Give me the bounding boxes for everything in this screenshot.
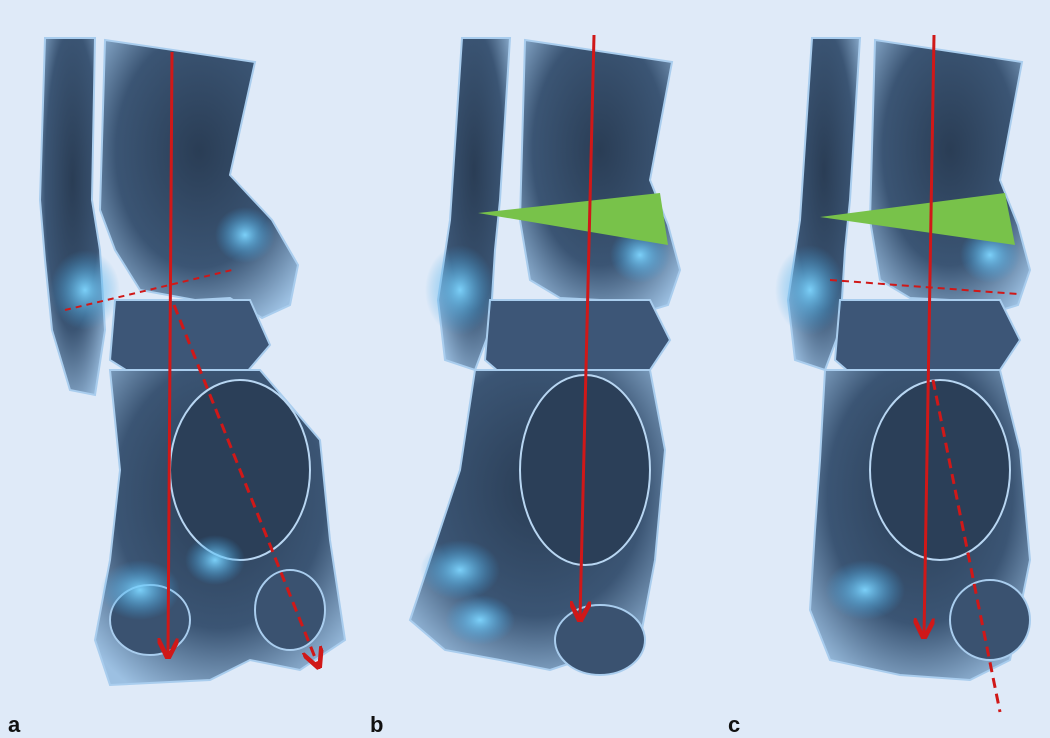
panel-label-a: a [8, 712, 20, 738]
panel-a-image [0, 0, 350, 738]
panel-c-image [700, 0, 1050, 738]
panel-b-image [350, 0, 700, 738]
panel-label-b: b [370, 712, 383, 738]
ankle-bones-b [410, 38, 680, 675]
panel-label-c: c [728, 712, 740, 738]
ankle-bones-a [40, 38, 345, 685]
ankle-bones-c [775, 38, 1030, 680]
